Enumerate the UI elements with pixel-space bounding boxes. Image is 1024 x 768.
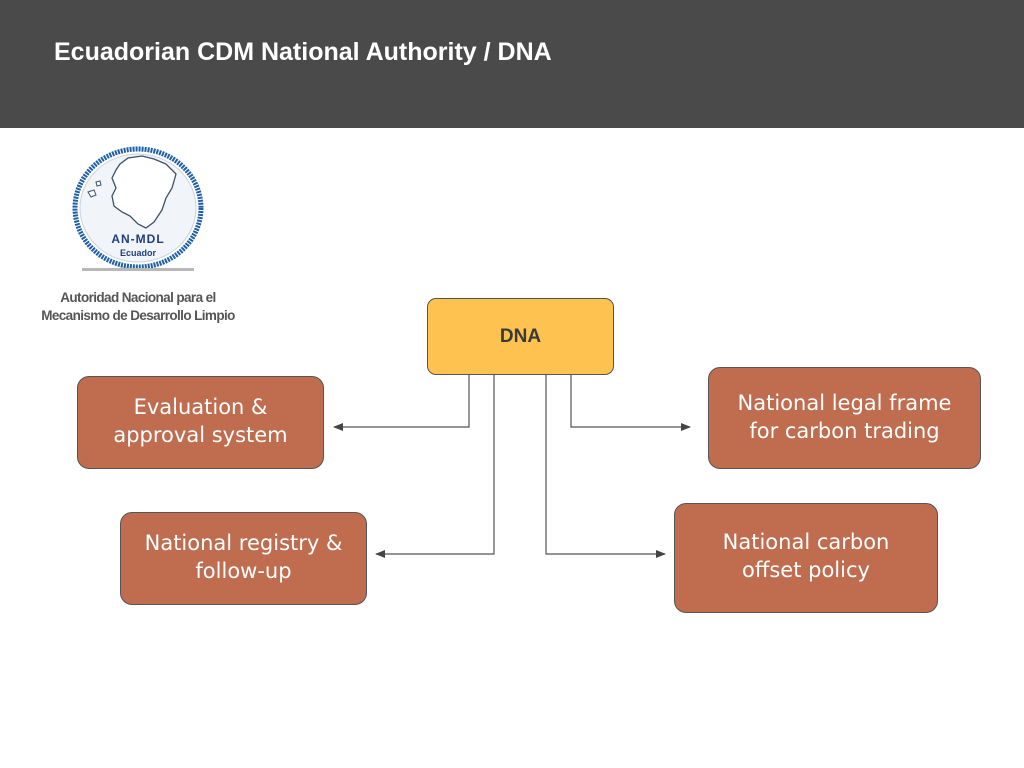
ecuador-map-icon [111,155,177,229]
connector-to-legal [570,375,691,431]
galapagos-icon [87,180,102,198]
logo-caption-line-1: Autoridad Nacional para el [60,290,216,305]
logo-emblem-subtext: Ecuador [120,248,157,258]
logo-caption: Autoridad Nacional para el Mecanismo de … [28,289,248,325]
logo-base-bar [82,268,194,271]
evaluation-approval-node: Evaluation & approval system [77,376,324,469]
an-mdl-logo: AN-MDL Ecuador [72,146,204,271]
connector-to-evaluation [333,375,470,431]
legal-frame-node: National legal frame for carbon trading [708,367,981,469]
connector-to-offset [545,375,666,558]
logo-caption-line-2: Mecanismo de Desarrollo Limpio [41,308,235,323]
carbon-offset-node: National carbon offset policy [674,503,938,613]
registry-followup-node: National registry & follow-up [120,512,367,605]
connector-to-registry [375,375,495,558]
logo-emblem-text: AN-MDL [111,232,164,246]
slide-title: Ecuadorian CDM National Authority / DNA [54,38,552,66]
slide-header: Ecuadorian CDM National Authority / DNA [0,0,1024,128]
dna-node: DNA [427,298,614,375]
